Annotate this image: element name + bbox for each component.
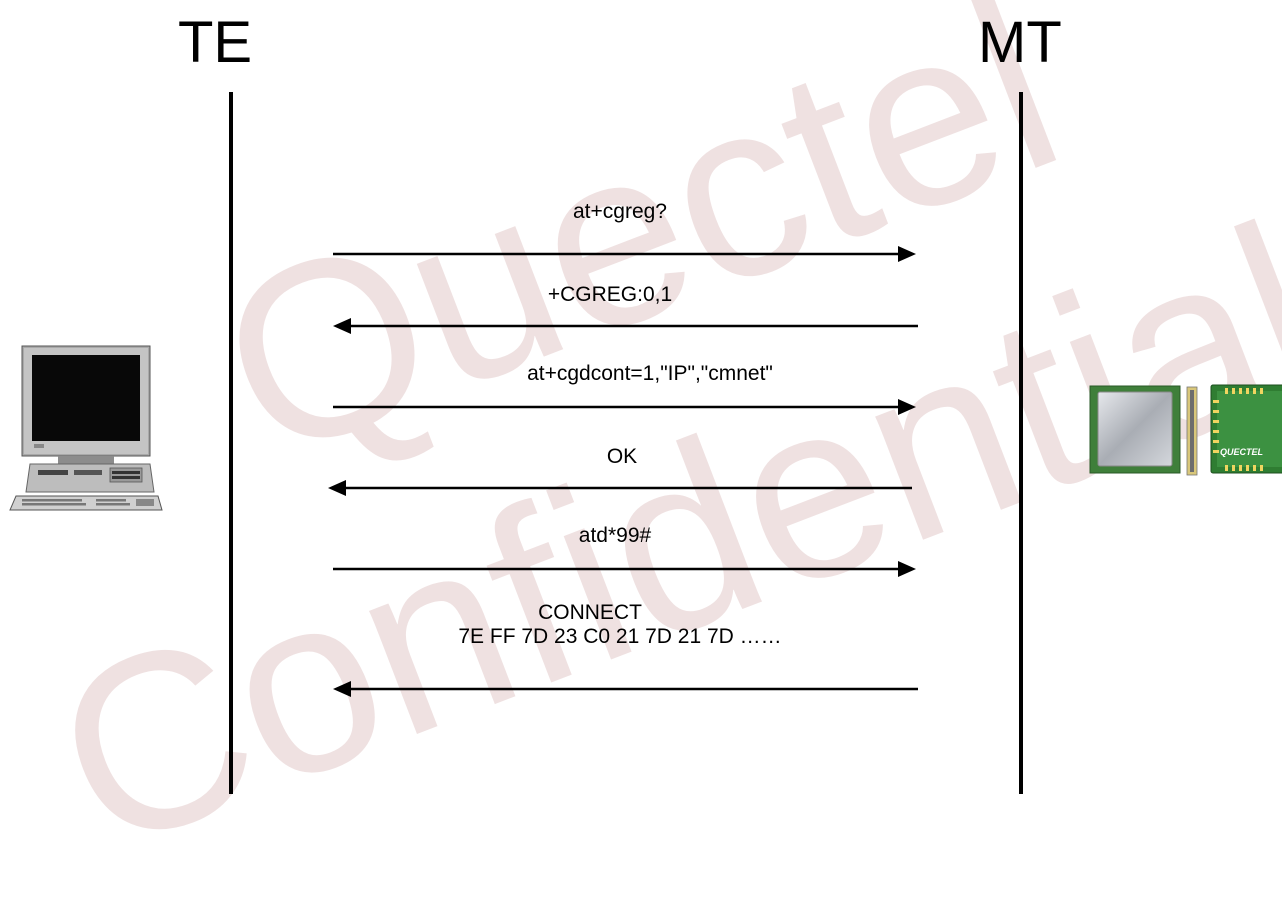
te-title: TE xyxy=(178,10,253,75)
arrow-m6 xyxy=(333,681,918,697)
mt-title: MT xyxy=(978,10,1062,75)
message-label-m6-payload: 7E FF 7D 23 C0 21 7D 21 7D …… xyxy=(458,625,782,648)
arrow-m2 xyxy=(333,318,918,334)
arrow-m1 xyxy=(333,246,916,262)
message-label-m3: at+cgdcont=1,"IP","cmnet" xyxy=(527,362,773,385)
message-label-m2: +CGREG:0,1 xyxy=(547,283,673,306)
sequence-diagram: Quectel Confidential TE MT xyxy=(9,0,1282,904)
message-label-m4: OK xyxy=(606,445,638,468)
message-label-m1: at+cgreg? xyxy=(573,200,667,223)
gsm-module-icon: QUECTEL xyxy=(1089,384,1282,476)
lifelines: QUECTEL xyxy=(9,92,1282,794)
arrow-m3 xyxy=(333,399,916,415)
arrow-m5 xyxy=(333,561,916,577)
module-logo: QUECTEL xyxy=(1220,447,1263,457)
message-label-m5: atd*99# xyxy=(578,524,652,547)
arrow-m4 xyxy=(328,480,912,496)
desktop-computer-icon xyxy=(9,345,163,511)
message-label-m6: CONNECT xyxy=(538,601,642,624)
